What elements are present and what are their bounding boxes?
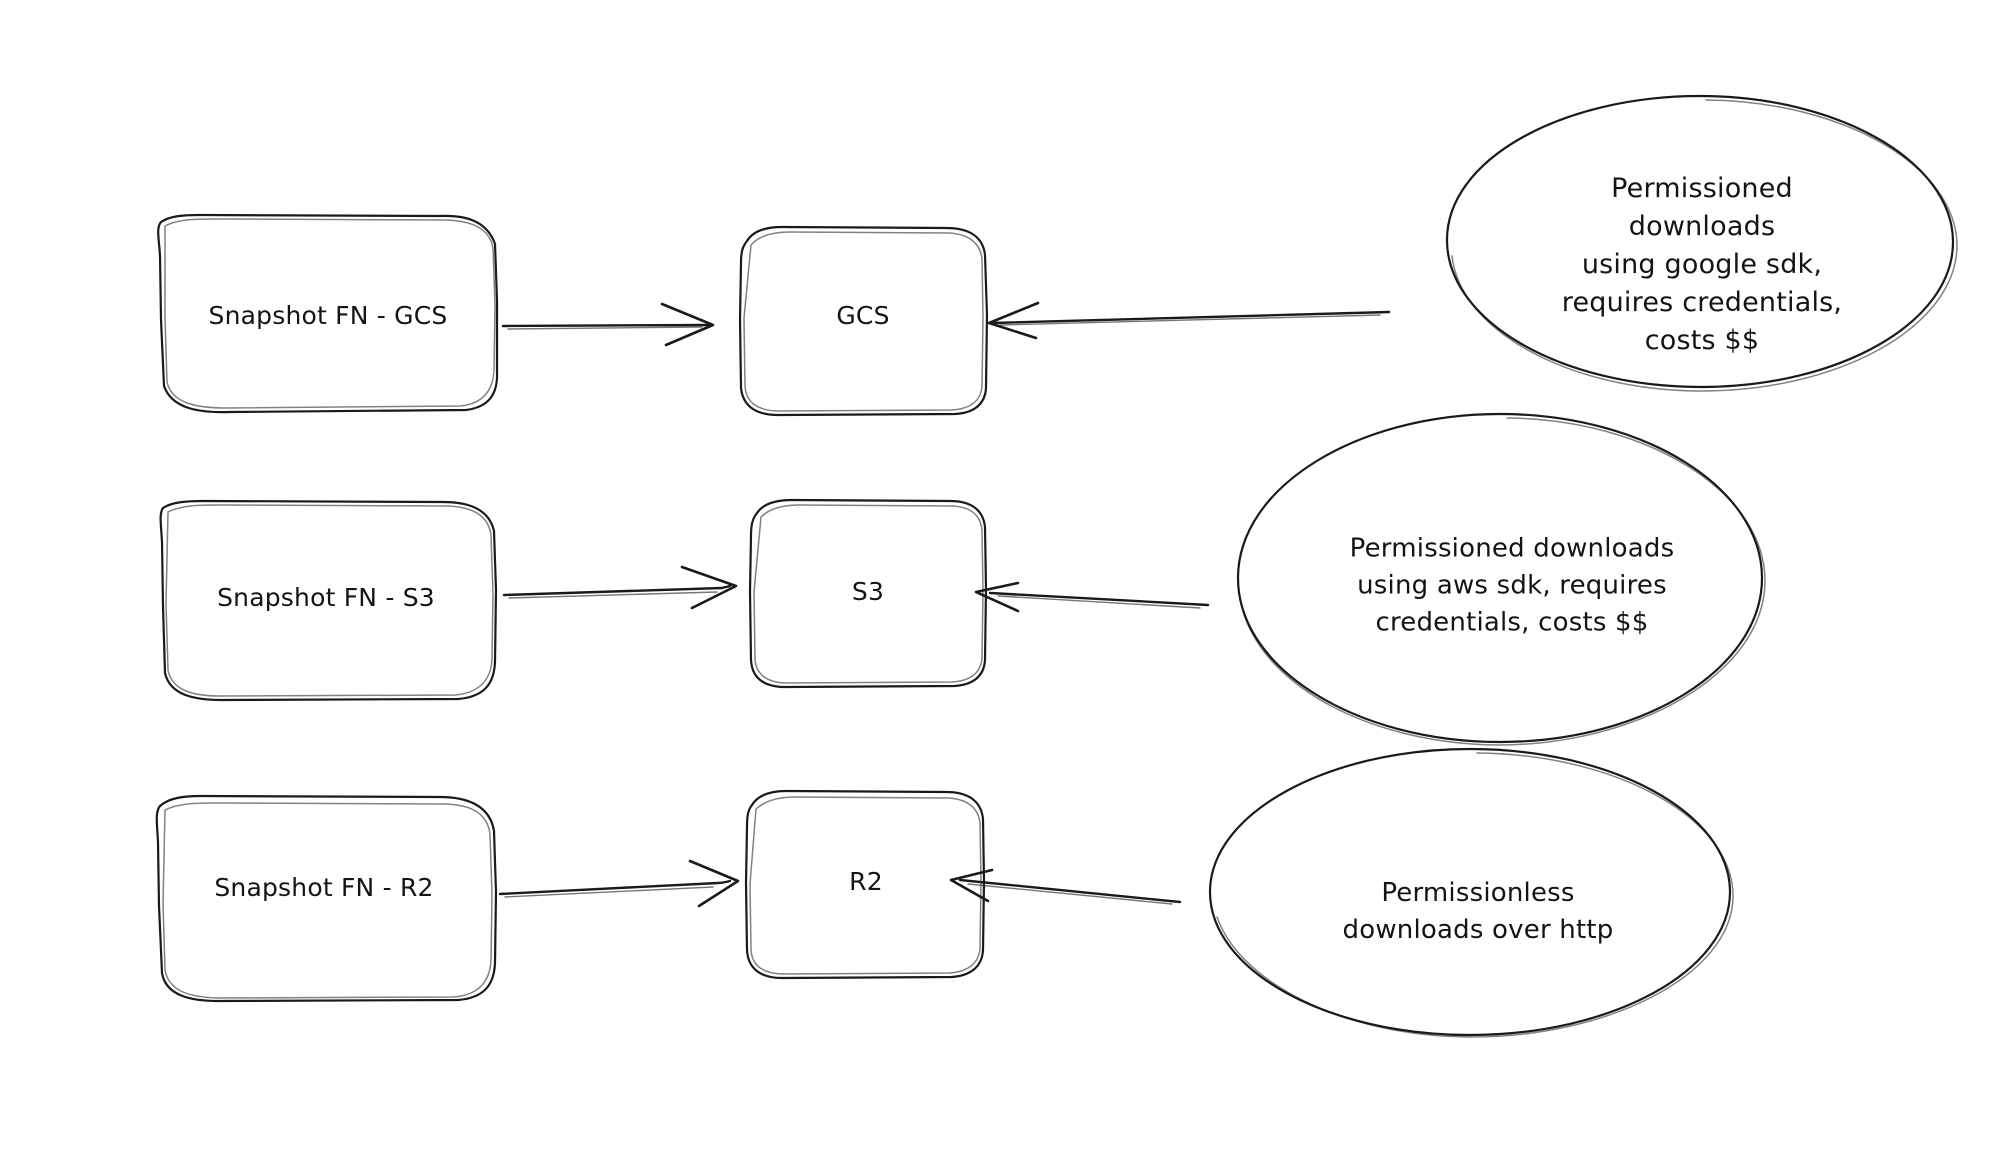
edge-note-to-r2 [949, 868, 1182, 905]
edge-fn-r2-to-r2 [498, 859, 740, 908]
node-shape-fn-s3[interactable] [159, 499, 498, 702]
node-shape-fn-gcs[interactable] [157, 213, 499, 414]
edge-note-to-gcs [987, 301, 1391, 340]
node-shape-gcs[interactable] [738, 225, 989, 417]
edge-note-to-s3 [974, 581, 1210, 613]
note-shape-gcs[interactable] [1445, 94, 1958, 392]
node-shape-fn-r2[interactable] [155, 794, 498, 1003]
node-shape-r2[interactable] [744, 789, 986, 980]
note-shape-s3[interactable] [1236, 412, 1766, 746]
edge-fn-gcs-to-gcs [501, 302, 715, 347]
node-shape-s3[interactable] [748, 498, 988, 689]
edge-fn-s3-to-s3 [502, 565, 738, 610]
note-shape-r2[interactable] [1208, 747, 1734, 1038]
